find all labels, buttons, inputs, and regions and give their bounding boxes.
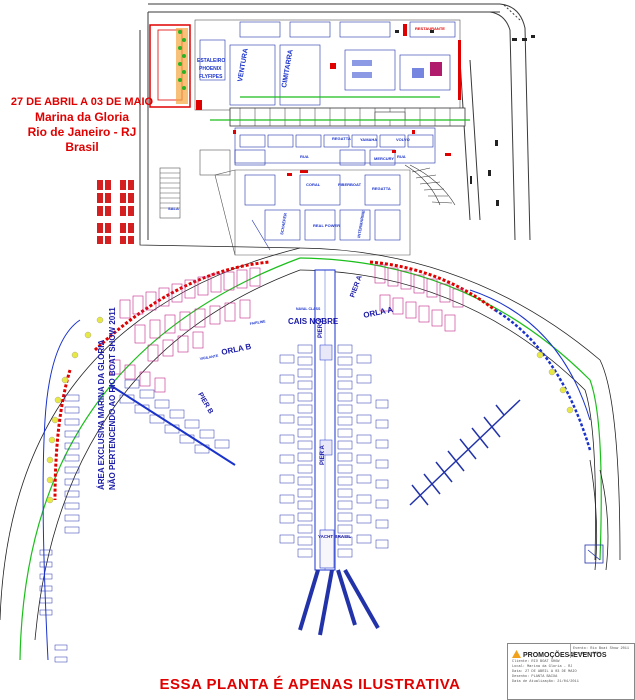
tb-local: Local: Marina da Gloria - RJ	[512, 665, 573, 669]
label-sala: SALA	[168, 206, 179, 211]
slips-orla-b	[109, 267, 261, 393]
label-phoenix: PHOENIX	[199, 66, 222, 72]
label-flyfipes: FLYFIPES	[199, 74, 223, 80]
staircase-left	[159, 167, 181, 219]
right-comb-pier	[409, 399, 521, 506]
pavilion-fills	[196, 24, 461, 110]
pier-a-main	[279, 269, 389, 636]
right-breakwater	[584, 459, 609, 571]
parking-marks	[395, 30, 535, 206]
label-volvo: VOLVO	[396, 137, 410, 142]
title-block-right: Evento: Rio Boat Show 2011 Arquivo: 2011	[573, 647, 629, 657]
event-city: Rio de Janeiro - RJ	[27, 125, 137, 139]
tb-file: Arquivo: 2011	[573, 652, 602, 656]
label-pier-a-2: PIER A	[318, 318, 324, 338]
tb-event: Evento: Rio Boat Show 2011	[573, 647, 630, 651]
disclaimer: ESSA PLANTA É APENAS ILUSTRATIVA	[159, 676, 461, 693]
title-block-lines: Cliente: RIO BOAT SHOW Local: Marina da …	[512, 660, 579, 685]
label-pier-b: PIER B	[196, 392, 214, 416]
label-pier-a: PIER A	[349, 275, 363, 299]
car-parking	[97, 180, 134, 244]
label-regatta-2: REGATTA	[332, 136, 351, 141]
water-edge	[42, 289, 591, 661]
tb-update: Data de Atualização: 21/04/2011	[512, 680, 579, 684]
label-yacht-brasil: YACHT BRASIL	[318, 534, 351, 539]
label-rua-2: RUA	[397, 154, 406, 159]
label-restaurante: RESTAURANTE	[415, 26, 445, 31]
event-country: Brasil	[65, 140, 99, 154]
tb-date: Data: 27 DE ABRIL A 03 DE MAIO	[512, 670, 577, 674]
stand-row-2	[199, 127, 436, 176]
label-naval-class: NAVAL CLASS	[296, 307, 321, 311]
label-fiberboat: FIBERBOAT	[338, 182, 362, 187]
map-labels: CAIS NOBRE ORLA A ORLA B PIER A PIER A P…	[168, 26, 445, 539]
side-note-line2: NÃO PERTENCENDO AO RIO BOAT SHOW 2011	[108, 307, 117, 490]
label-yamaha: YAMAHA	[360, 137, 377, 142]
label-mercury: MERCURY	[374, 156, 394, 161]
ramp-right	[404, 164, 456, 206]
tb-client: Cliente: RIO BOAT SHOW	[512, 660, 560, 664]
label-rua: RUA	[300, 154, 309, 159]
tb-drawing: Desenho: PLANTA BAIXA	[512, 675, 558, 679]
slips-orla-a	[374, 264, 464, 332]
label-coral: CORAL	[306, 182, 321, 187]
logo-icon	[512, 650, 521, 658]
label-orla-a: ORLA A	[363, 305, 395, 320]
slips-left-lower	[39, 394, 80, 663]
title-block-divider	[570, 644, 571, 658]
label-regatta: REGATTA	[372, 186, 391, 191]
red-hatches	[233, 130, 451, 176]
label-cimitarra: CIMITARRA	[281, 49, 295, 88]
event-venue: Marina da Gloria	[34, 110, 130, 124]
label-vigilante: VIGILANTE	[199, 354, 219, 361]
label-ventura: VENTURA	[237, 48, 250, 83]
label-fairline: FAIRLINE	[249, 319, 266, 326]
exhibit-block	[214, 169, 411, 256]
company-name: PROMOÇÕES4EVENTOS	[523, 652, 607, 659]
side-note-line1: ÁREA EXCLUSIVA MARINA DA GLORIA	[97, 339, 106, 490]
event-dates: 27 DE ABRIL A 03 DE MAIO	[10, 96, 154, 108]
label-real-power: REAL POWER	[313, 223, 340, 228]
company-logo: PROMOÇÕES4EVENTOS	[512, 650, 607, 659]
restaurant-building	[149, 24, 191, 108]
label-orla-b: ORLA B	[221, 342, 253, 357]
berths-arc-left	[46, 260, 592, 504]
label-pier-a-3: PIER A	[320, 445, 326, 465]
label-schaefer: SCHAEFER	[279, 213, 288, 236]
label-estaleiro: ESTALEIRO	[197, 58, 225, 64]
title-block: PROMOÇÕES4EVENTOS Evento: Rio Boat Show …	[507, 643, 635, 700]
label-cais-nobre: CAIS NOBRE	[288, 317, 339, 326]
event-info: 27 DE ABRIL A 03 DE MAIO Marina da Glori…	[2, 95, 162, 155]
corridor	[210, 96, 470, 127]
pier-b	[109, 379, 236, 466]
side-note: ÁREA EXCLUSIVA MARINA DA GLORIA NÃO PERT…	[96, 307, 136, 490]
road-network	[139, 3, 531, 241]
label-intermarine: INTERMARINE	[356, 210, 366, 239]
